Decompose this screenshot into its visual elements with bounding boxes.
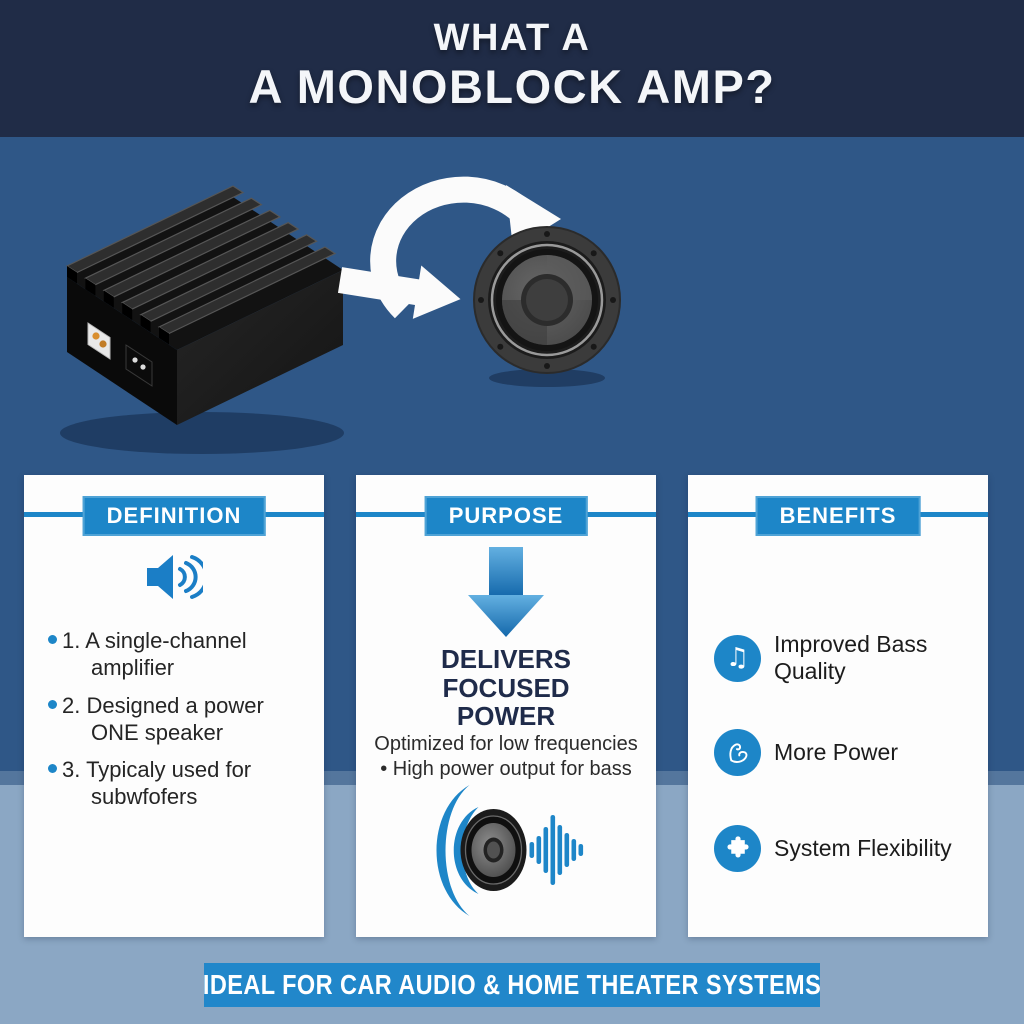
definition-item: 1. A single-channel amplifier bbox=[48, 627, 306, 682]
purpose-card: PURPOSE DELIVERS FOCUSED POWER Optimized… bbox=[356, 475, 656, 937]
down-arrow-icon bbox=[466, 547, 546, 644]
bass-speaker-soundwave-illustration bbox=[424, 783, 589, 924]
footer-banner-text: IDEAL FOR CAR AUDIO & HOME THEATER SYSTE… bbox=[202, 969, 822, 1000]
benefits-title: BENEFITS bbox=[755, 496, 921, 536]
speaker-cone-icon bbox=[460, 809, 527, 891]
definition-card: DEFINITION 1. A single-channel amplifier… bbox=[24, 475, 324, 937]
bullet-dot-icon bbox=[48, 764, 57, 774]
amplifier-illustration bbox=[60, 185, 344, 454]
puzzle-icon bbox=[714, 824, 761, 872]
benefit-label: System Flexibility bbox=[774, 834, 952, 861]
page-title-line1: WHAT A bbox=[433, 17, 591, 59]
benefit-label: Improved Bass Quality bbox=[774, 631, 928, 684]
sound-crescent-icons bbox=[436, 785, 479, 916]
benefit-row: ♫ Improved Bass Quality bbox=[714, 631, 974, 684]
purpose-subtext-1: Optimized for low frequencies bbox=[374, 733, 638, 755]
definition-item: 2. Designed a power ONE speaker bbox=[48, 692, 306, 747]
bullet-dot-icon bbox=[48, 699, 57, 709]
definition-item: 3. Typicaly used for subwfofers bbox=[48, 756, 306, 811]
benefit-row: More Power bbox=[714, 728, 974, 776]
waveform-bars-icon bbox=[529, 815, 584, 885]
definition-list: 1. A single-channel amplifier 2. Designe… bbox=[48, 627, 306, 821]
benefit-label: More Power bbox=[774, 738, 898, 765]
footer-banner: IDEAL FOR CAR AUDIO & HOME THEATER SYSTE… bbox=[202, 963, 822, 1007]
bullet-dot-icon bbox=[48, 635, 57, 644]
purpose-title: PURPOSE bbox=[424, 496, 588, 536]
benefits-card: BENEFITS ♫ Improved Bass Quality More Po… bbox=[688, 475, 988, 937]
benefit-row: System Flexibility bbox=[714, 824, 974, 872]
header-background bbox=[0, 0, 1024, 137]
purpose-subtext-2: • High power output for bass bbox=[380, 758, 632, 780]
music-note-icon: ♫ bbox=[714, 634, 761, 682]
subwoofer-speaker-illustration bbox=[473, 226, 621, 387]
page-title: WHAT A A MONOBLOCK AMP? bbox=[0, 17, 1024, 114]
definition-title: DEFINITION bbox=[82, 496, 266, 536]
music-note-glyph: ♫ bbox=[725, 643, 750, 673]
power-socket bbox=[125, 344, 153, 387]
speaker-volume-icon bbox=[145, 553, 209, 606]
purpose-headline: DELIVERS FOCUSED POWER bbox=[440, 644, 572, 732]
hero-illustration bbox=[60, 176, 621, 454]
definition-item-text: 1. A single-channel amplifier bbox=[62, 628, 247, 681]
definition-item-text: 2. Designed a power ONE speaker bbox=[62, 692, 264, 745]
muscle-icon bbox=[714, 728, 761, 776]
definition-item-text: 3. Typicaly used for subwfofers bbox=[62, 757, 252, 810]
page-title-line2: A MONOBLOCK AMP? bbox=[248, 59, 776, 113]
speaker-terminal-block bbox=[87, 322, 111, 360]
